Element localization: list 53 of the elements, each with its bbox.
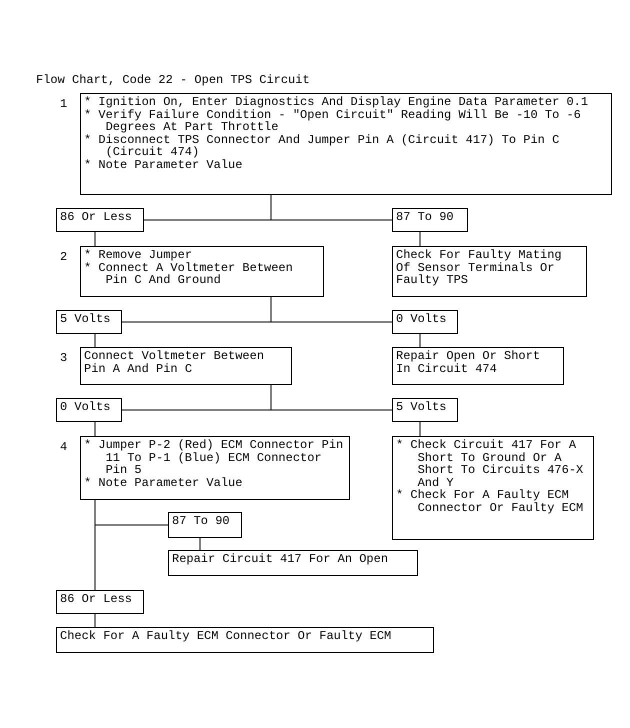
connector-line — [94, 500, 96, 590]
condition-text: 87 To 90 — [396, 211, 455, 224]
step-box — [80, 246, 324, 297]
connector-line — [94, 614, 96, 628]
connector-line — [94, 422, 96, 436]
step-text: * Jumper P-2 (Red) ECM Connector Pin 11 To P-1 (Blue) ECM Connector Pin 5 — [84, 439, 344, 476]
condition-box — [56, 627, 434, 653]
connector-line — [94, 334, 96, 348]
connector-line — [270, 296, 392, 322]
condition-text: 5 Volts — [60, 313, 112, 326]
condition-text: 5 Volts — [396, 401, 448, 414]
step-number: 1 — [60, 98, 68, 110]
condition-text: 86 Or Less — [60, 211, 134, 224]
connector-line — [94, 232, 96, 246]
condition-text: 87 To 90 — [172, 515, 231, 528]
connector-line — [270, 384, 392, 410]
condition-box — [392, 208, 468, 232]
condition-text: 0 Volts — [60, 401, 112, 414]
step-text: Check For Faulty Mating Of Sensor Terminals Or Faulty TPS — [396, 249, 563, 286]
step-box — [80, 436, 350, 500]
step-text: * Check For A Faulty ECM Connector Or Faulty ECM — [396, 489, 584, 514]
condition-box — [168, 512, 242, 538]
condition-box — [56, 590, 144, 614]
step-text: * Ignition On, Enter Diagnostics And Display Engine Data Parameter 0.1 — [84, 96, 590, 108]
step-box — [392, 436, 594, 540]
step-number: 2 — [60, 251, 68, 264]
step-box — [80, 347, 292, 385]
step-box — [80, 93, 612, 195]
condition-box — [56, 310, 122, 334]
condition-box — [56, 398, 122, 422]
condition-box — [392, 398, 458, 422]
step-number: 4 — [60, 441, 68, 454]
step-text: * Connect A Voltmeter Between Pin C And Ground — [84, 262, 294, 286]
step-box — [392, 246, 587, 297]
step-text: * Note Parameter Value — [84, 158, 244, 171]
step-text: Connect Voltmeter Between Pin A And Pin C — [84, 350, 266, 375]
condition-text: 0 Volts — [396, 313, 448, 326]
step-text: * Verify Failure Condition - "Open Circuit" Reading Will Be -10 To -6 Degrees At Part Throttle — [84, 108, 582, 134]
step-text: Repair Open Or Short In Circuit 474 — [396, 350, 542, 375]
chart-title: Flow Chart, Code 22 - Open TPS Circuit — [36, 73, 310, 87]
step-box — [392, 347, 564, 385]
condition-box — [56, 208, 144, 232]
condition-box — [168, 550, 418, 576]
step-text: * Remove Jumper — [84, 249, 194, 262]
condition-box — [392, 310, 458, 334]
step-number: 3 — [60, 352, 68, 364]
step-text: * Check Circuit 417 For A Short To Ground Or A Short To Circuits 476-X And Y — [396, 439, 584, 489]
condition-text: 86 Or Less — [60, 593, 134, 606]
condition-text: Repair Circuit 417 For An Open — [172, 553, 390, 566]
condition-text: Check For A Faulty ECM Connector Or Faulty ECM — [60, 630, 392, 642]
step-text: * Note Parameter Value — [84, 476, 244, 489]
step-text: * Disconnect TPS Connector And Jumper Pin A (Circuit 417) To Pin C (Circuit 474) — [84, 134, 560, 158]
connector-line — [270, 194, 392, 220]
